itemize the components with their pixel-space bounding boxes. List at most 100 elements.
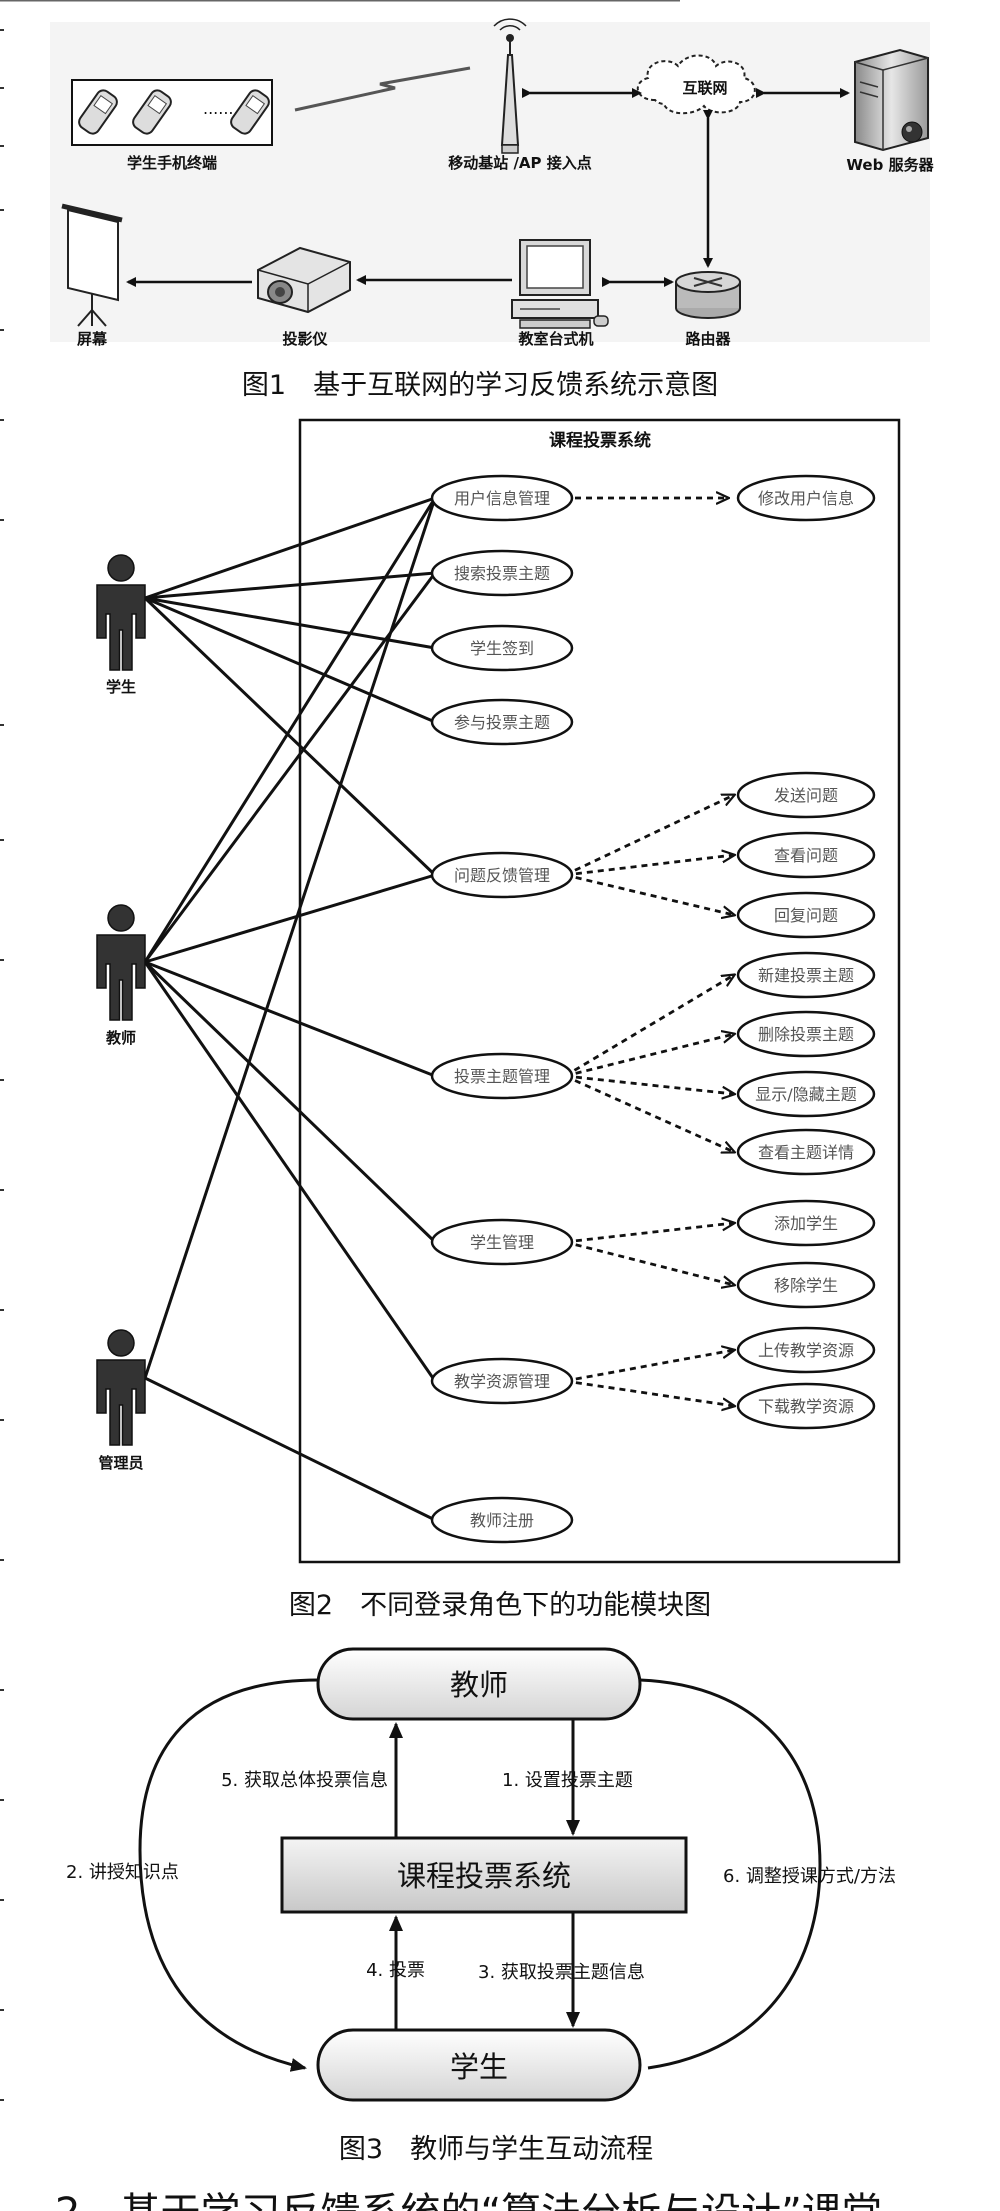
adjust-teaching-arrow bbox=[625, 1672, 822, 2070]
wireless-signal-icon bbox=[294, 66, 471, 112]
next-section-heading: 2 基于学习反馈系统的“算法分析与设计”课堂 bbox=[55, 2190, 882, 2211]
step-3-label: 3. 获取投票主题信息 bbox=[478, 1962, 645, 1983]
desktop-label: 教室台式机 bbox=[517, 330, 593, 348]
sub-case-label: 上传教学资源 bbox=[758, 1341, 854, 1360]
student-node-label: 学生 bbox=[450, 2050, 508, 2084]
sub-case-label: 修改用户信息 bbox=[758, 489, 854, 508]
system-node-label: 课程投票系统 bbox=[397, 1859, 571, 1893]
sub-case-ellipse bbox=[736, 891, 876, 939]
screen-label: 屏幕 bbox=[77, 330, 108, 348]
projector-icon bbox=[257, 246, 351, 314]
sub-case-label: 添加学生 bbox=[774, 1214, 838, 1233]
phone-icon bbox=[230, 89, 270, 135]
include-arrows bbox=[564, 498, 734, 1406]
sub-case-ellipse bbox=[736, 1070, 876, 1118]
internet-cloud-icon bbox=[636, 54, 756, 115]
use-case-ellipse bbox=[430, 1218, 574, 1266]
actor-label: 学生 bbox=[106, 678, 136, 696]
actor-label: 管理员 bbox=[98, 1454, 143, 1472]
fig3-caption: 图3 教师与学生互动流程 bbox=[339, 2134, 653, 2165]
sub-case-ellipse bbox=[736, 1199, 876, 1247]
sub-case-ellipse bbox=[736, 1326, 876, 1374]
sub-case-ellipse bbox=[736, 474, 876, 522]
figure-2: 课程投票系统 学生 教师 管理员 bbox=[96, 418, 901, 1621]
use-case-label: 参与投票主题 bbox=[454, 713, 550, 732]
phone-icon bbox=[132, 89, 172, 135]
phones-group: ....... 学生手机终端 bbox=[71, 79, 273, 172]
router-icon bbox=[675, 271, 741, 319]
fig2-caption: 图2 不同登录角色下的功能模块图 bbox=[289, 1590, 711, 1621]
sub-case-ellipse bbox=[736, 1128, 876, 1176]
person-icon bbox=[96, 554, 146, 671]
internet-label: 互联网 bbox=[682, 79, 727, 97]
web-server-label: Web 服务器 bbox=[846, 156, 934, 174]
left-margin-fragment bbox=[0, 29, 4, 2101]
sub-case-label: 查看问题 bbox=[774, 846, 838, 865]
use-case-ellipse bbox=[430, 474, 574, 522]
sub-case-label: 下载教学资源 bbox=[758, 1397, 854, 1416]
web-server-icon bbox=[854, 48, 929, 152]
use-case-ellipse bbox=[430, 1357, 574, 1405]
ellipsis-text: ....... bbox=[203, 99, 239, 118]
sub-case-ellipse bbox=[736, 831, 876, 879]
sub-case-label: 新建投票主题 bbox=[758, 966, 854, 985]
desktop-computer-icon bbox=[511, 239, 609, 329]
sub-case-label: 回复问题 bbox=[774, 906, 838, 925]
phones-label: 学生手机终端 bbox=[127, 154, 217, 172]
step-6-label: 6. 调整授课方式/方法 bbox=[723, 1866, 896, 1887]
projector-label: 投影仪 bbox=[282, 330, 328, 348]
use-case-label: 搜索投票主题 bbox=[454, 564, 550, 583]
fig1-connections bbox=[126, 88, 850, 287]
step-5-label: 5. 获取总体投票信息 bbox=[221, 1770, 388, 1791]
use-case-ellipse bbox=[430, 698, 574, 746]
student-node bbox=[316, 2028, 642, 2102]
person-icon bbox=[96, 1329, 146, 1446]
teacher-node-label: 教师 bbox=[450, 1668, 508, 1702]
router-label: 路由器 bbox=[685, 330, 731, 348]
base-station-icon bbox=[493, 18, 527, 154]
sub-case-label: 删除投票主题 bbox=[758, 1025, 854, 1044]
use-case-label: 用户信息管理 bbox=[454, 489, 550, 508]
teach-knowledge-arrow bbox=[138, 1678, 319, 2072]
use-case-labels: 用户信息管理 搜索投票主题 学生签到 参与投票主题 问题反馈管理 投票主题管理 … bbox=[454, 489, 550, 1530]
sub-case-label: 查看主题详情 bbox=[758, 1143, 854, 1162]
sub-case-ellipse bbox=[736, 951, 876, 999]
use-case-label: 投票主题管理 bbox=[454, 1067, 550, 1086]
sub-cases bbox=[736, 474, 876, 1430]
use-case-label: 问题反馈管理 bbox=[454, 866, 550, 885]
actor-student: 学生 bbox=[96, 554, 146, 696]
use-case-ellipse bbox=[430, 624, 574, 672]
use-case-ellipse bbox=[430, 549, 574, 597]
sub-case-label: 移除学生 bbox=[774, 1276, 838, 1295]
use-case-label: 学生管理 bbox=[470, 1233, 534, 1252]
person-icon bbox=[96, 904, 146, 1021]
use-case-ellipse bbox=[430, 1496, 574, 1544]
system-boundary bbox=[298, 418, 901, 1564]
actor-teacher: 教师 bbox=[96, 904, 146, 1047]
figure-3: 教师 课程投票系统 学生 5. 获取总体投票信息 1. 设置投票主题 2. 讲授… bbox=[66, 1647, 896, 2165]
sub-case-ellipse bbox=[736, 771, 876, 819]
phone-icon bbox=[78, 89, 118, 135]
base-station-label: 移动基站 /AP 接入点 bbox=[448, 154, 592, 172]
sub-case-ellipse bbox=[736, 1010, 876, 1058]
fig1-caption: 图1 基于互联网的学习反馈系统示意图 bbox=[242, 370, 718, 401]
sub-case-label: 显示/隐藏主题 bbox=[755, 1085, 856, 1104]
projection-screen-icon bbox=[61, 203, 123, 327]
teacher-node bbox=[316, 1647, 642, 1721]
use-case-label: 教学资源管理 bbox=[454, 1372, 550, 1391]
sub-case-ellipse bbox=[736, 1261, 876, 1309]
actor-label: 教师 bbox=[105, 1029, 136, 1047]
fig1-background bbox=[50, 22, 930, 342]
sub-case-labels: 修改用户信息 发送问题 查看问题 回复问题 新建投票主题 删除投票主题 显示/隐… bbox=[755, 489, 856, 1416]
figure-1: ....... 学生手机终端 移动基站 /AP 接入点 互联网 bbox=[50, 18, 935, 401]
step-2-label: 2. 讲授知识点 bbox=[66, 1862, 179, 1883]
step-4-label: 4. 投票 bbox=[366, 1960, 425, 1981]
actor-association-lines bbox=[143, 496, 437, 1522]
use-case-ellipse bbox=[430, 1052, 574, 1100]
sub-case-label: 发送问题 bbox=[774, 786, 838, 805]
use-case-label: 教师注册 bbox=[470, 1511, 534, 1530]
flow-arrows bbox=[389, 1720, 580, 2030]
system-node bbox=[280, 1836, 688, 1914]
sub-case-ellipse bbox=[736, 1382, 876, 1430]
use-case-ellipse bbox=[430, 851, 574, 899]
